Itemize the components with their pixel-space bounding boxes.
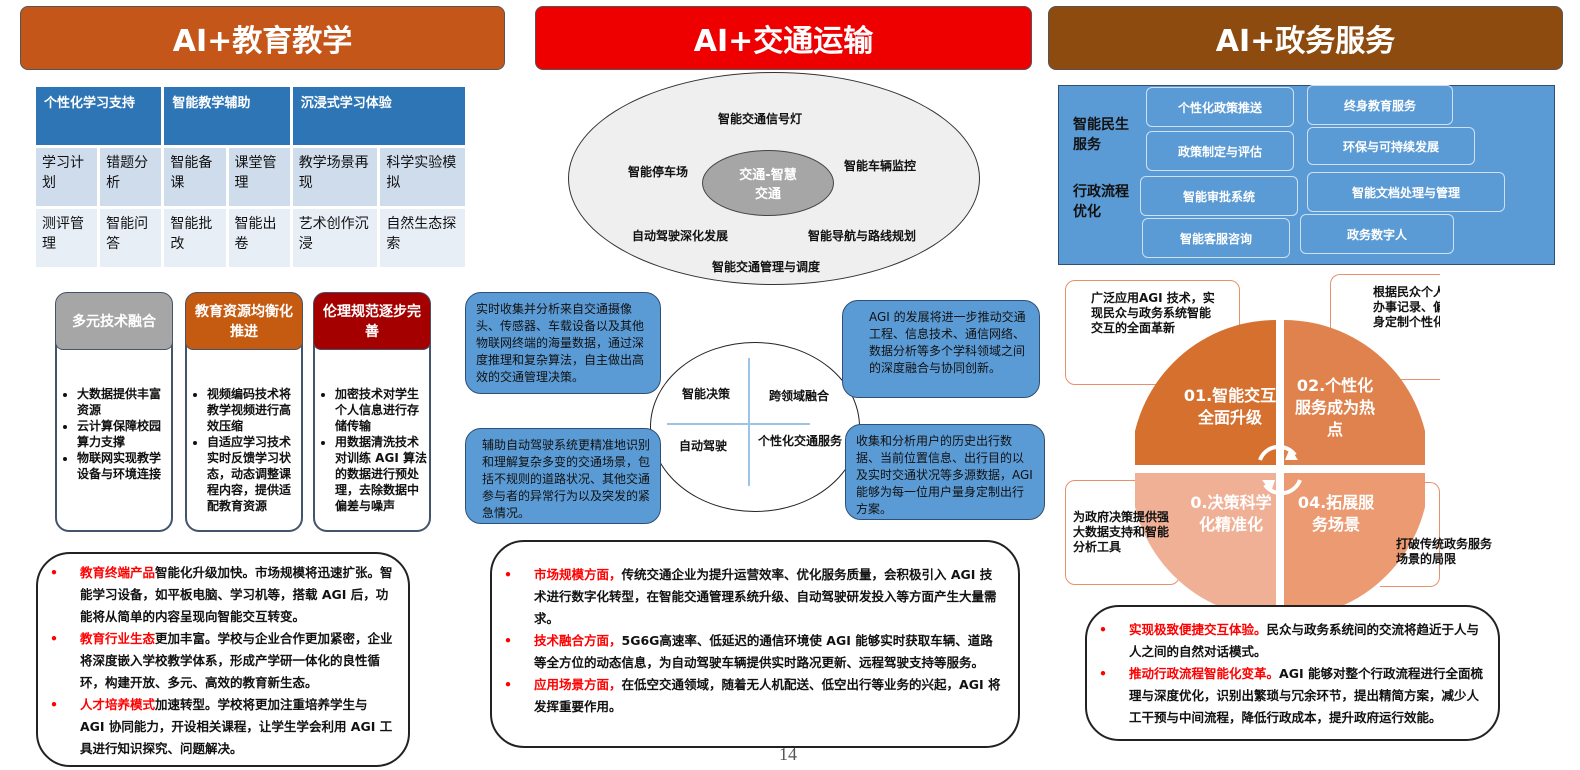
divider (667, 423, 810, 425)
table-cell: 智能问答 (100, 209, 162, 267)
header-education: AI+教育教学 (20, 6, 505, 70)
transport-quadrant-circle (650, 342, 860, 512)
table-cell: 智能备课 (164, 148, 226, 206)
gov-item: 环保与可持续发展 (1307, 127, 1475, 165)
ring-label: 智能交通信号灯 (718, 112, 803, 126)
gov-group-label: 行政流程优化 (1073, 184, 1129, 220)
quadrant-label: 智能决策 (682, 387, 731, 401)
card-item: 用数据清洗技术对训练 AGI 算法的数据进行预处理，去除数据中偏差与噪声 (335, 434, 429, 514)
education-table: 个性化学习支持智能教学辅助沉浸式学习体验 学习计划错题分析智能备课课堂管理教学场… (33, 84, 468, 270)
pie-quadrant-02 (1284, 320, 1425, 465)
ring-label: 智能导航与路线规划 (808, 229, 917, 243)
transport-center: 交通-智慧交通 (702, 150, 834, 216)
gov-pie (1135, 320, 1425, 618)
transport-box: 辅助自动驾驶系统更精准地识别和理解复杂多变的交通场景，包括不规则的道路状况、其他… (465, 428, 661, 524)
pie-quadrant-03 (1135, 473, 1276, 618)
transport-box: AGI 的发展将进一步推动交通工程、信息技术、通信网络、数据分析等多个学科领域之… (842, 300, 1040, 398)
quadrant-label: 个性化交通服务 (758, 434, 843, 448)
bullet-item: 推动行政流程智能化变革。AGI 能够对整个行政流程进行全面梳理与深度优化，识别出… (1087, 663, 1488, 729)
cycle-arrow-icon (1263, 479, 1302, 496)
pie-desc-box: 广泛应用AGI 技术，实现民众与政务系统智能交互的全面革新 (1065, 280, 1240, 385)
gov-item: 政策制定与评估 (1146, 131, 1294, 171)
quadrant-label: 自动驾驶 (679, 439, 728, 453)
bullet-item: 市场规模方面，传统交通企业为提升运营效率、优化服务质量，会积极引入 AGI 技术… (492, 564, 1004, 630)
gov-item: 终身教育服务 (1307, 85, 1453, 125)
bullet-item: 教育行业生态更加丰富。学校与企业合作更加紧密，企业将深度嵌入学校教学体系，形成产… (38, 628, 394, 694)
gov-item: 个性化政策推送 (1146, 87, 1294, 127)
header-gov: AI+政务服务 (1048, 6, 1563, 70)
gov-item: 政务数字人 (1300, 214, 1454, 254)
pie-label: 01.智能交互全面升级 (1183, 386, 1277, 427)
transport-box: 实时收集并分析来自交通摄像头、传感器、车载设备以及其他物联网终端的海量数据，通过… (465, 292, 661, 394)
table-cell: 课堂管理 (228, 148, 290, 206)
card-item: 云计算保障校园算力支撑 (77, 418, 171, 450)
card-item: 视频编码技术将教学视频进行高效压缩 (207, 386, 301, 434)
card-title: 伦理规范逐步完善 (313, 292, 431, 350)
table-header: 沉浸式学习体验 (292, 87, 465, 145)
card-item: 大数据提供丰富资源 (77, 386, 171, 418)
bullet-item: 教育终端产品智能化升级加快。市场规模将迅速扩张。智能学习设备，如平板电脑、学习机… (38, 562, 394, 628)
ring-label: 智能车辆监控 (844, 159, 917, 173)
pie-quadrant-04 (1284, 473, 1425, 618)
table-cell: 自然生态探索 (380, 209, 465, 267)
pie-label: 02.个性化服务成为热点 (1294, 376, 1375, 439)
card-title: 多元技术融合 (55, 292, 173, 350)
card-item: 加密技术对学生个人信息进行存储传输 (335, 386, 429, 434)
page-number: 14 (779, 744, 797, 764)
card-title: 教育资源均衡化推进 (185, 292, 303, 350)
ring-label: 智能停车场 (628, 165, 689, 179)
pie-desc-text: 打破传统政务服务场景的局限 (1396, 537, 1493, 566)
table-cell: 测评管理 (36, 209, 98, 267)
card-tech-fusion: 多元技术融合 大数据提供丰富资源云计算保障校园算力支撑物联网实现教学设备与环境连… (55, 292, 173, 532)
card-resource-balance: 教育资源均衡化推进 视频编码技术将教学视频进行高效压缩自适应学习技术实时反馈学习… (185, 292, 303, 532)
card-item: 自适应学习技术实时反馈学习状态，动态调整课程内容，提供适配教育资源 (207, 434, 301, 514)
gov-item: 智能审批系统 (1140, 176, 1298, 216)
gov-item: 智能客服咨询 (1142, 218, 1290, 258)
divider (748, 358, 750, 486)
table-header: 智能教学辅助 (164, 87, 290, 145)
pie-desc-text: 为政府决策提供强大数据支持和智能分析工具 (1073, 510, 1170, 554)
gov-bullets: 实现极致便捷交互体验。民众与政务系统间的交流将趋近于人与人之间的自然对话模式。 … (1085, 605, 1500, 741)
pie-label: 0.决策科学化精准化 (1190, 493, 1272, 534)
gov-group-label: 智能民生服务 (1073, 117, 1129, 153)
transport-box: 收集和分析用户的历史出行数据、当前位置信息、出行目的以及实时交通状况等多源数据，… (845, 424, 1045, 520)
pie-desc-box: 根据民众个人信息、历史办事记录、偏好等为其量身定制个性化政务服务 (1330, 274, 1440, 380)
card-item: 物联网实现教学设备与环境连接 (77, 450, 171, 482)
table-cell: 教学场景再现 (292, 148, 378, 206)
table-cell: 智能出卷 (228, 209, 290, 267)
header-transport: AI+交通运输 (535, 6, 1032, 70)
card-ethics: 伦理规范逐步完善 加密技术对学生个人信息进行存储传输用数据清洗技术对训练 AGI… (313, 292, 431, 532)
table-cell: 科学实验模拟 (380, 148, 465, 206)
bullet-item: 实现极致便捷交互体验。民众与政务系统间的交流将趋近于人与人之间的自然对话模式。 (1087, 619, 1488, 663)
ring-label: 自动驾驶深化发展 (632, 229, 729, 243)
table-cell: 艺术创作沉浸 (292, 209, 378, 267)
pie-quadrant-01 (1135, 320, 1276, 465)
table-cell: 学习计划 (36, 148, 98, 206)
quadrant-label: 跨领域融合 (769, 389, 830, 403)
transport-bullets: 市场规模方面，传统交通企业为提升运营效率、优化服务质量，会积极引入 AGI 技术… (490, 540, 1020, 748)
table-header: 个性化学习支持 (36, 87, 162, 145)
bullet-item: 技术融合方面，5G6G高速率、低延迟的通信环境使 AGI 能够实时获取车辆、道路… (492, 630, 1004, 674)
gov-panel (1058, 85, 1555, 265)
education-bullets: 教育终端产品智能化升级加快。市场规模将迅速扩张。智能学习设备，如平板电脑、学习机… (36, 552, 410, 767)
ring-label: 智能交通管理与调度 (712, 260, 821, 274)
gov-item: 智能文档处理与管理 (1307, 172, 1505, 212)
table-cell: 错题分析 (100, 148, 162, 206)
table-cell: 智能批改 (164, 209, 226, 267)
pie-label: 04.拓展服务场景 (1297, 493, 1375, 534)
bullet-item: 人才培养模式加速转型。学校将更加注重培养学生与 AGI 协同能力，开设相关课程，… (38, 694, 394, 760)
bullet-item: 应用场景方面，在低空交通领域，随着无人机配送、低空出行等业务的兴起，AGI 将发… (492, 674, 1004, 718)
